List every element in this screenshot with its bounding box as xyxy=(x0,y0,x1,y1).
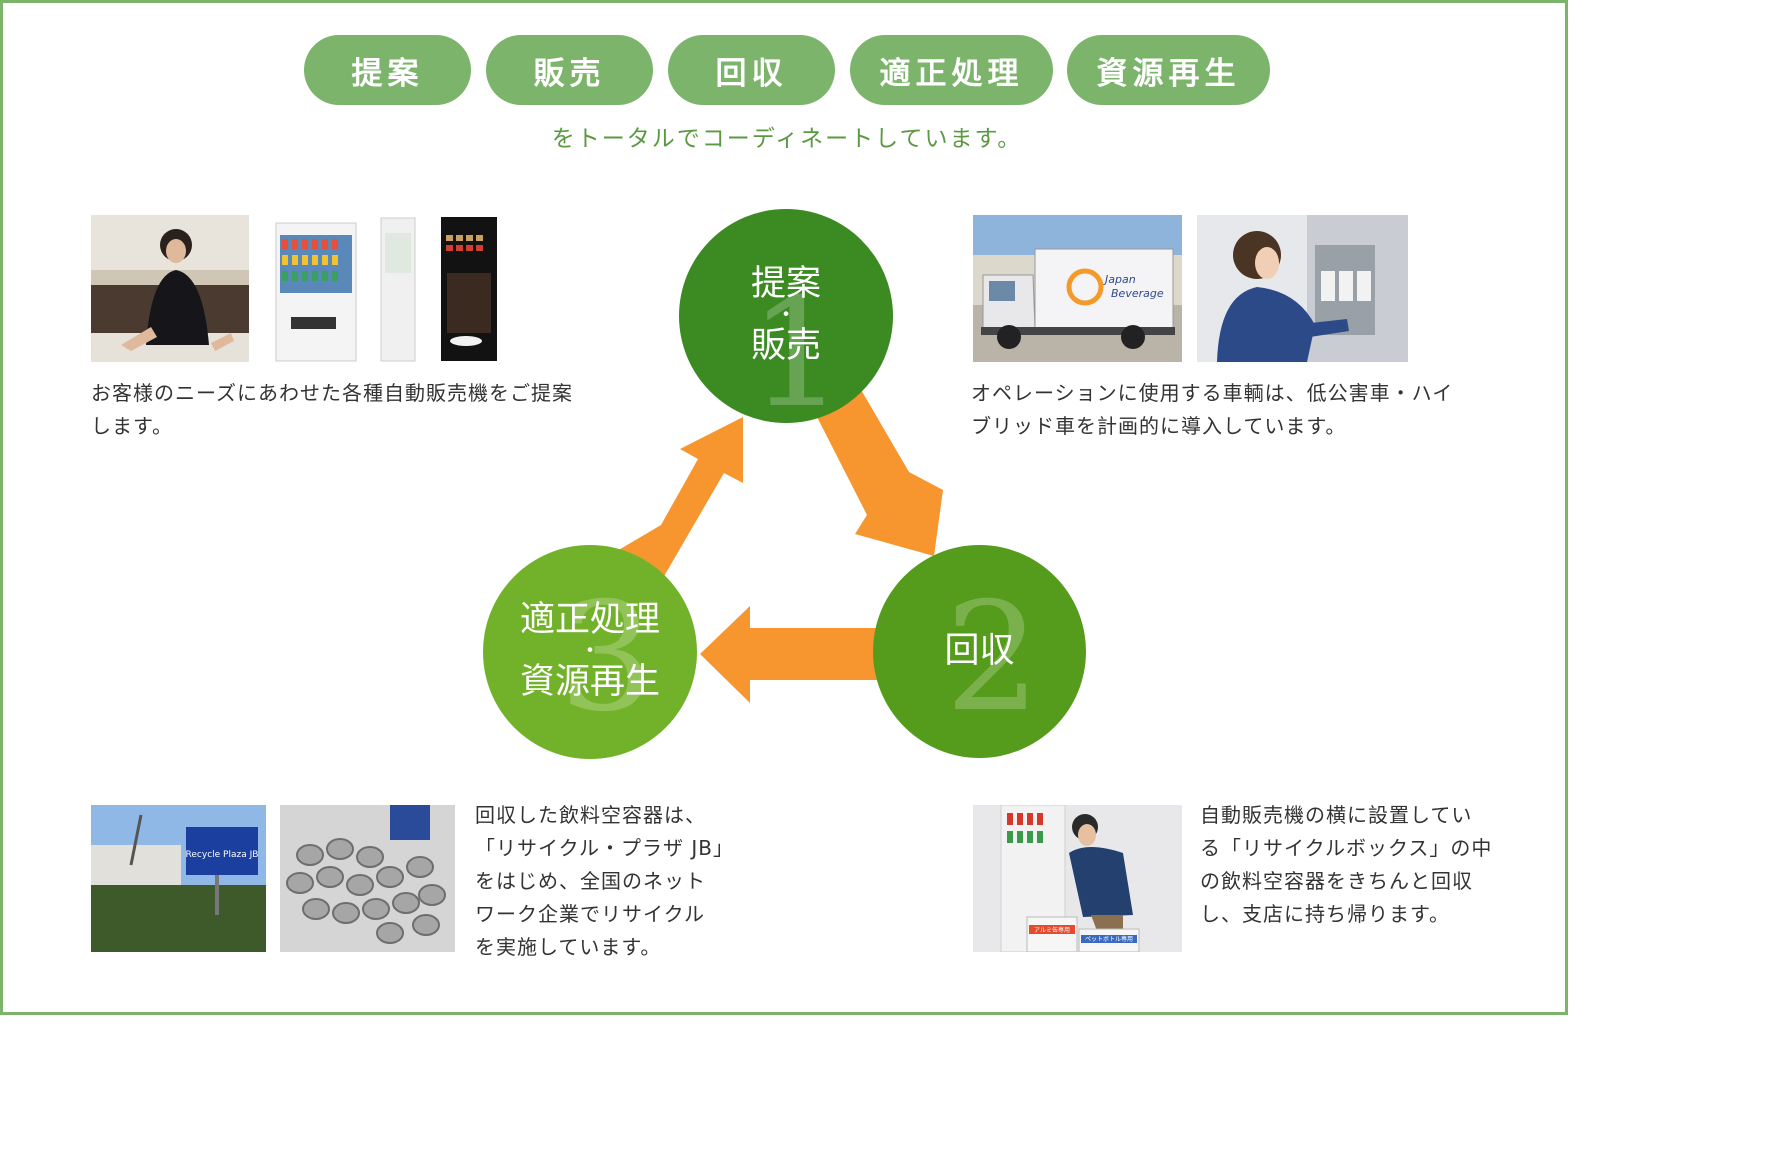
plaza-sign-text: Recycle Plaza JB xyxy=(186,850,259,860)
tab-proposal-label: 提案 xyxy=(351,55,424,92)
page-frame: 提案 販売 回収 適正処理 資源再生 をトータルでコーディネートしています。 1… xyxy=(0,0,1568,1015)
desc-top-left-line2: します。 xyxy=(91,414,173,438)
step-2-number: 2 xyxy=(945,571,1041,745)
description-proposal-sales: お客様のニーズにあわせた各種自動販売機をご提案 します。 xyxy=(91,377,651,443)
arrow-1-to-2 xyxy=(815,388,943,556)
tab-proper-disposal[interactable]: 適正処理 xyxy=(850,35,1053,105)
step-2-line1: 回収 xyxy=(944,630,1015,671)
truck-logo-line1: Japan xyxy=(1103,273,1136,286)
arrow-3-to-1 xyxy=(617,417,743,578)
desc-bottom-right-line3: の飲料空容器をきちんと回収 xyxy=(1200,869,1473,893)
desc-bottom-right-line2: る「リサイクルボックス」の中 xyxy=(1200,836,1493,860)
photo-crushed-cans xyxy=(280,805,455,952)
tab-resource-regeneration[interactable]: 資源再生 xyxy=(1067,35,1270,105)
desc-top-right-line2: ブリッド車を計画的に導入しています。 xyxy=(971,414,1347,438)
cycle-arrows xyxy=(617,388,943,703)
step-3-line2: 資源再生 xyxy=(519,661,660,702)
tab-sales[interactable]: 販売 xyxy=(486,35,653,105)
description-collection: 自動販売機の横に設置してい る「リサイクルボックス」の中 の飲料空容器をきちんと… xyxy=(1200,799,1530,931)
cycle-step-2: 2 回収 xyxy=(873,545,1086,758)
box-label-1: アルミ缶専用 xyxy=(1034,926,1070,934)
cycle-step-1: 1 提案 ・ 販売 xyxy=(679,209,893,423)
tab-proposal[interactable]: 提案 xyxy=(304,35,471,105)
cycle-step-3: 3 適正処理 ・ 資源再生 xyxy=(483,545,697,759)
desc-bottom-right-line4: し、支店に持ち帰ります。 xyxy=(1200,902,1450,926)
step-1-number: 1 xyxy=(749,267,845,423)
step-1-dot: ・ xyxy=(774,303,797,329)
photo-sales-representative xyxy=(91,215,249,362)
photo-recycle-plaza: Recycle Plaza JB xyxy=(91,805,266,952)
tab-collection-label: 回収 xyxy=(715,55,788,92)
desc-bottom-left-line1: 回収した飲料空容器は、 xyxy=(475,803,706,827)
desc-top-left-line1: お客様のニーズにあわせた各種自動販売機をご提案 xyxy=(91,381,573,405)
desc-bottom-left-line5: を実施しています。 xyxy=(475,935,662,959)
description-recycling: 回収した飲料空容器は、 「リサイクル・プラザ JB」 をはじめ、全国のネット ワ… xyxy=(475,799,765,964)
step-1-line1: 提案 xyxy=(750,264,821,305)
photo-worker-recycling-box: アルミ缶専用 ペットボトル専用 xyxy=(973,805,1182,952)
desc-bottom-left-line3: をはじめ、全国のネット xyxy=(475,869,706,893)
tab-proper-disposal-label: 適正処理 xyxy=(879,55,1024,92)
desc-top-right-line1: オペレーションに使用する車輌は、低公害車・ハイ xyxy=(971,381,1454,405)
step-3-dot: ・ xyxy=(578,639,601,665)
desc-bottom-right-line1: 自動販売機の横に設置してい xyxy=(1200,803,1473,827)
desc-bottom-left-line2: 「リサイクル・プラザ JB」 xyxy=(475,836,734,860)
box-label-2: ペットボトル専用 xyxy=(1085,935,1133,943)
desc-bottom-left-line4: ワーク企業でリサイクル xyxy=(475,902,705,926)
tab-sales-label: 販売 xyxy=(533,55,606,92)
step-3-line1: 適正処理 xyxy=(519,600,660,641)
photo-operator-servicing-machine xyxy=(1197,215,1408,362)
step-3-number: 3 xyxy=(559,571,655,745)
arrow-2-to-3 xyxy=(700,606,883,703)
photo-delivery-truck: Japan Beverage xyxy=(973,215,1182,362)
truck-logo-line2: Beverage xyxy=(1111,287,1164,300)
page-subtitle: をトータルでコーディネートしています。 xyxy=(551,126,1023,152)
tab-collection[interactable]: 回収 xyxy=(668,35,835,105)
description-vehicles: オペレーションに使用する車輌は、低公害車・ハイ ブリッド車を計画的に導入していま… xyxy=(971,377,1531,443)
photo-vending-machines xyxy=(271,213,499,363)
tab-resource-regeneration-label: 資源再生 xyxy=(1096,55,1241,92)
step-1-line2: 販売 xyxy=(750,325,821,366)
